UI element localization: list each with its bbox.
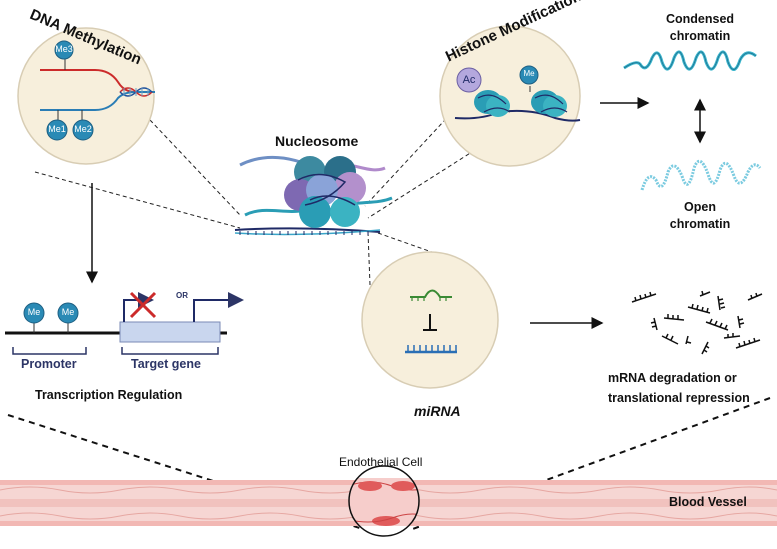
condensed-chromatin-line1: Condensed <box>665 12 735 26</box>
mirna-title: miRNA <box>414 403 461 419</box>
histone-modification-circle <box>439 25 581 167</box>
promoter-me-mark-2 <box>57 302 79 324</box>
me2-label: Me2 <box>74 124 92 134</box>
condensed-chromatin-label: Condensed chromatin <box>640 11 760 45</box>
histone-me-label: Me <box>523 69 535 78</box>
transcription-regulation-title: Transcription Regulation <box>35 388 183 402</box>
zoom-lines <box>34 92 476 286</box>
methyl-mark <box>519 65 539 85</box>
blocked-transcription-icon <box>129 291 157 319</box>
mirna-icon <box>405 289 457 354</box>
blood-vessel-label: Blood Vessel <box>669 495 747 509</box>
or-label: OR <box>176 291 188 300</box>
condensed-chromatin-outline <box>623 51 757 70</box>
nucleosome-dna <box>234 227 381 236</box>
mirna-outcome-line2: translational repression <box>608 391 750 405</box>
me2-mark <box>72 119 94 141</box>
open-chromatin-line2: chromatin <box>669 217 731 231</box>
acetyl-mark <box>456 67 482 93</box>
histone-octamers <box>454 85 581 122</box>
nucleosome-icon <box>239 155 393 228</box>
me3-mark <box>54 40 74 60</box>
me1-label: Me1 <box>48 124 66 134</box>
ac-label: Ac <box>462 74 476 86</box>
condensed-chromatin-line2: chromatin <box>669 29 731 43</box>
open-chromatin-label: Open chromatin <box>640 199 760 233</box>
degraded-mrna-fragments <box>631 290 763 355</box>
promoter-me-label-2: Me <box>61 307 75 317</box>
me1-mark <box>46 119 68 141</box>
nucleosome-title: Nucleosome <box>275 133 359 149</box>
mirna-outcome-label: mRNA degradation or translational repres… <box>608 368 750 408</box>
gene-diagram <box>5 291 244 355</box>
endothelial-zoom-circle <box>348 465 420 537</box>
target-gene-label: Target gene <box>131 357 201 371</box>
me3-label: Me3 <box>55 44 73 54</box>
promoter-me-mark-1 <box>23 302 45 324</box>
promoter-label: Promoter <box>21 357 77 371</box>
promoter-me-label-1: Me <box>27 307 41 317</box>
zoom-line-left <box>7 414 373 533</box>
open-chromatin-line1: Open <box>684 200 716 214</box>
mirna-outcome-line1: mRNA degradation or <box>608 371 737 385</box>
condensed-chromatin-icon <box>623 50 757 71</box>
endothelial-cell-label: Endothelial Cell <box>339 455 423 469</box>
open-chromatin-icon <box>640 159 762 191</box>
methylated-dna-strands <box>40 58 155 120</box>
